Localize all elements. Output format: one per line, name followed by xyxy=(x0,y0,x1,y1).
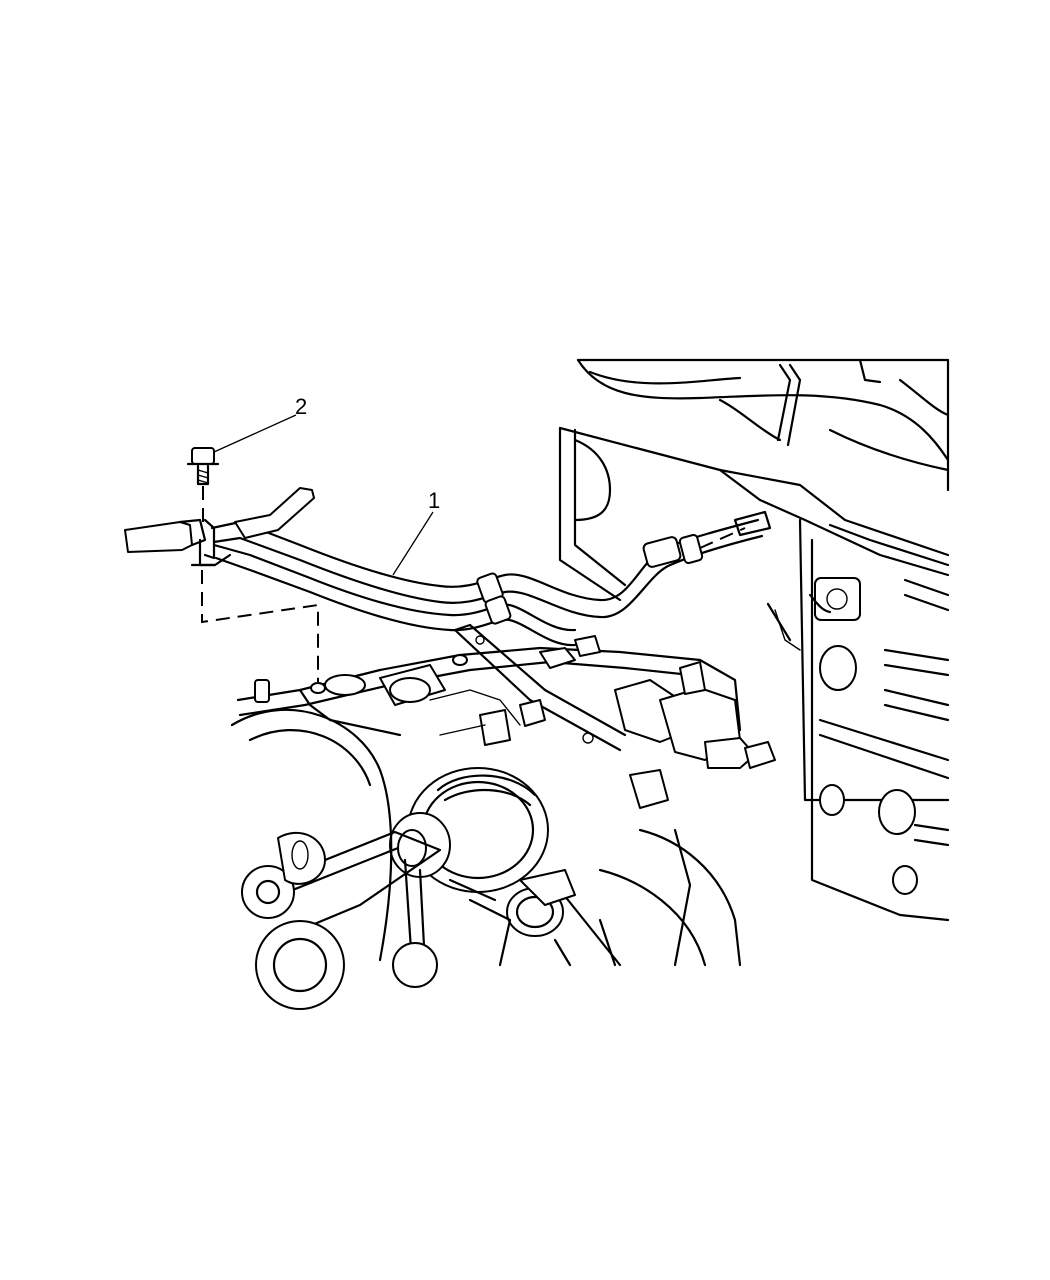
callout-2: 2 xyxy=(213,394,307,453)
callout-2-label: 2 xyxy=(295,394,307,419)
callout-1-label: 1 xyxy=(428,488,440,513)
callout-1: 1 xyxy=(392,488,440,576)
engine-assembly xyxy=(230,623,776,1010)
firewall-panel xyxy=(558,358,950,922)
heater-hose-assembly xyxy=(124,487,772,695)
bolt xyxy=(186,447,220,530)
